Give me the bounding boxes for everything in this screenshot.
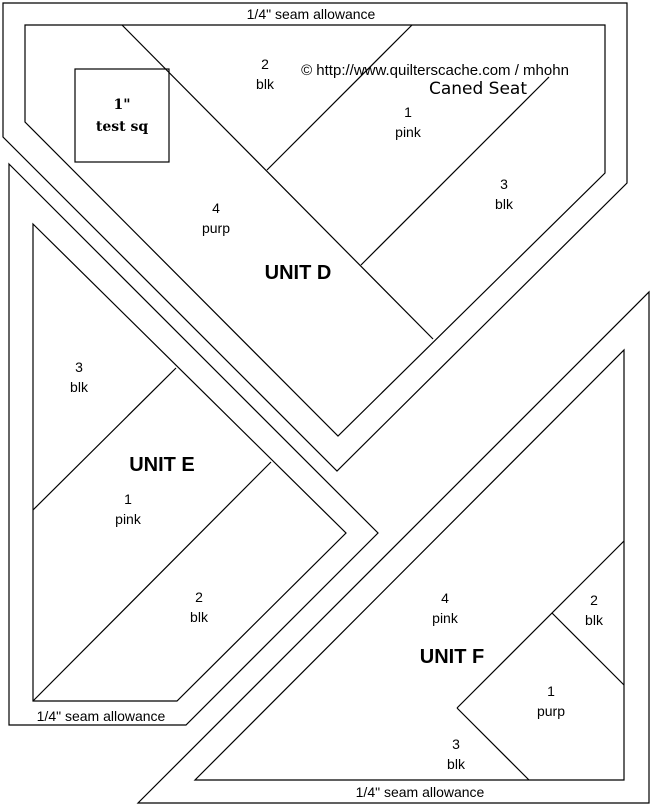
unit-f-piece-3-color: blk [447, 756, 466, 772]
seam-label-top: 1/4" seam allowance [247, 6, 376, 22]
unit-d-piece-3-number: 3 [500, 176, 508, 192]
unit-f-piece-1-number: 1 [547, 683, 555, 699]
unit-e-title: UNIT E [129, 454, 195, 476]
unit-f-piece-2-color: blk [585, 612, 604, 628]
unit-f-finished-outline [193, 348, 625, 781]
unit-e-piece-2-number: 2 [195, 589, 203, 605]
unit-e-piece-3-number: 3 [75, 359, 83, 375]
unit-d-seam-outline [2, 2, 628, 472]
unit-d-finished-outline [24, 24, 606, 437]
unit-f-piece-3-number: 3 [452, 736, 460, 752]
unit-d-piece-2-number: 2 [261, 56, 269, 72]
unit-f-seam-line [456, 540, 625, 709]
unit-e-seam-line [32, 461, 272, 702]
unit-f-piece-4-color: pink [432, 610, 459, 626]
seam-label-top-bg [232, 5, 390, 21]
unit-f-piece-4-number: 4 [441, 590, 449, 606]
unit-d: 2 blk 1 pink 3 blk 4 purp UNIT D [2, 2, 628, 472]
seam-label-left-bottom: 1/4" seam allowance [37, 708, 166, 724]
test-square: 1" test sq [74, 68, 170, 163]
test-square-size: 1" [113, 97, 130, 113]
seam-label-bottom: 1/4" seam allowance [356, 784, 485, 800]
unit-e-piece-2-color: blk [190, 609, 209, 625]
unit-f-piece-1-color: purp [537, 703, 565, 719]
seam-label-bottom-bg [344, 783, 496, 799]
unit-f-seam-line [456, 707, 530, 781]
unit-d-piece-1-number: 1 [404, 104, 412, 120]
unit-e-piece-1-color: pink [115, 511, 142, 527]
unit-e-finished-outline [32, 222, 347, 702]
unit-d-piece-2-color: blk [256, 76, 275, 92]
unit-e: 3 blk UNIT E 1 pink 2 blk [8, 162, 379, 726]
unit-f-seam-line [551, 612, 625, 686]
unit-f-title: UNIT F [420, 646, 484, 668]
unit-d-seam-line [121, 24, 434, 340]
unit-d-piece-4-color: purp [202, 220, 230, 236]
unit-e-piece-1-number: 1 [124, 491, 132, 507]
test-square-box [74, 68, 170, 163]
unit-e-seam-outline [8, 162, 379, 726]
pattern-name: Caned Seat [429, 79, 527, 99]
unit-e-piece-3-color: blk [70, 379, 89, 395]
unit-d-seam-line [266, 24, 413, 171]
unit-e-seam-line [32, 367, 177, 511]
unit-d-piece-1-color: pink [395, 124, 422, 140]
seam-label-left-bottom-bg [26, 707, 176, 723]
unit-d-piece-4-number: 4 [212, 200, 220, 216]
unit-d-title: UNIT D [265, 262, 332, 284]
test-square-label: test sq [96, 119, 148, 135]
unit-f-seam-outline [136, 290, 650, 804]
unit-f: 4 pink 2 blk UNIT F 1 purp 3 blk [136, 290, 650, 804]
credit-text: © http://www.quilterscache.com / mhohn [301, 62, 569, 79]
unit-f-piece-2-number: 2 [590, 592, 598, 608]
unit-d-piece-3-color: blk [495, 196, 514, 212]
unit-d-seam-line [360, 76, 550, 266]
